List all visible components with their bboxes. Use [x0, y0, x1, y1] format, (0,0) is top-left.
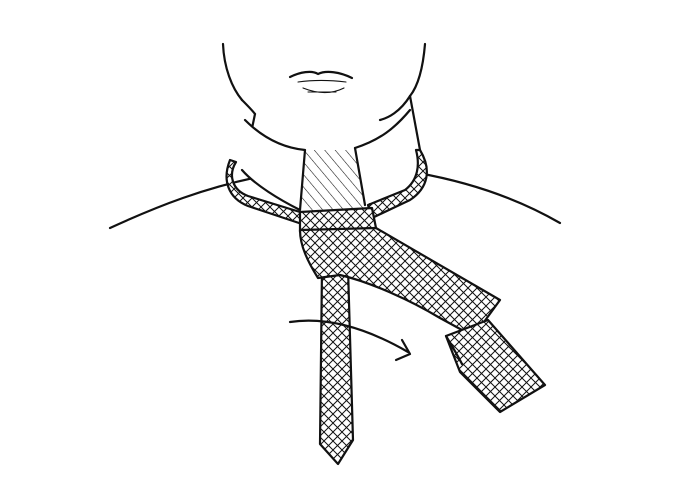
tie-narrow-end: [320, 268, 353, 464]
face: [223, 44, 425, 120]
upper-lip: [290, 72, 352, 78]
